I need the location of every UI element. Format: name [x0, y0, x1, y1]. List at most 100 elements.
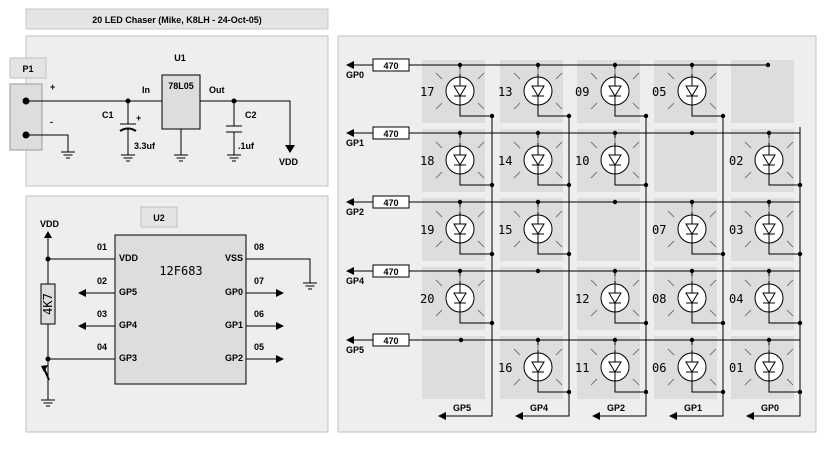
minus-label: -: [50, 117, 53, 127]
title-box: [25, 8, 329, 30]
led-number: 09: [575, 85, 589, 99]
column-label-gp1: GP1: [684, 403, 702, 413]
plus-label: +: [50, 82, 55, 92]
svg-text:GP5: GP5: [119, 287, 137, 297]
led-18: 18: [420, 133, 495, 188]
svg-text:03: 03: [97, 309, 107, 319]
resistor-470: [372, 126, 410, 140]
regulator-part: 78L05: [168, 81, 194, 91]
led-number: 20: [420, 292, 434, 306]
mcu-part: 12F683: [159, 264, 202, 278]
matrix-cell: [654, 129, 717, 192]
led-14: 14: [498, 133, 572, 188]
row-label-gp4: GP4: [346, 276, 364, 286]
row-label-gp2: GP2: [346, 207, 364, 217]
led-09: 09: [575, 65, 649, 119]
resistor-470-label: 470: [383, 61, 398, 71]
svg-text:07: 07: [254, 276, 264, 286]
vdd-label-mcu: VDD: [40, 219, 60, 229]
resistor-470: [372, 195, 410, 209]
matrix-cell: [422, 336, 485, 399]
p1-label: P1: [22, 64, 33, 74]
led-12: 12: [575, 271, 649, 326]
matrix-cell: [500, 267, 563, 330]
c2-label: C2: [245, 110, 257, 120]
led-number: 05: [652, 85, 666, 99]
power-supply-panel: P1 + - C1 + 3.3uf U1 78L05 In Out VDD C2: [9, 35, 329, 187]
svg-text:GP3: GP3: [119, 353, 137, 363]
svg-text:GP0: GP0: [225, 287, 243, 297]
row-label-gp1: GP1: [346, 138, 364, 148]
led-number: 14: [498, 154, 512, 168]
led-15: 15: [498, 202, 572, 257]
led-03: 03: [729, 202, 803, 257]
row-label-gp0: GP0: [346, 70, 364, 80]
led-number: 12: [575, 292, 589, 306]
led-number: 13: [498, 85, 512, 99]
led-number: 10: [575, 154, 589, 168]
title: 20 LED Chaser (Mike, K8LH - 24-Oct-05): [92, 15, 262, 25]
led-07: 07: [652, 202, 726, 257]
row-label-gp5: GP5: [346, 345, 364, 355]
led-number: 15: [498, 223, 512, 237]
svg-text:GP1: GP1: [225, 320, 243, 330]
column-label-gp5: GP5: [453, 403, 471, 413]
led-number: 07: [652, 223, 666, 237]
led-number: 06: [652, 361, 666, 375]
led-04: 04: [729, 271, 803, 326]
led-20: 20: [420, 271, 495, 326]
led-01: 01: [729, 340, 803, 395]
led-number: 19: [420, 223, 434, 237]
svg-text:05: 05: [254, 342, 264, 352]
led-08: 08: [652, 271, 726, 326]
svg-text:01: 01: [97, 242, 107, 252]
resistor-470-label: 470: [383, 336, 398, 346]
u2-label: U2: [153, 213, 165, 223]
led-number: 18: [420, 154, 434, 168]
c1-label: C1: [102, 110, 114, 120]
svg-text:02: 02: [97, 276, 107, 286]
reg-pin-in: In: [142, 85, 150, 95]
resistor-470-label: 470: [383, 267, 398, 277]
led-13: 13: [498, 65, 572, 119]
column-label-gp2: GP2: [607, 403, 625, 413]
led-02: 02: [729, 133, 803, 188]
led-number: 02: [729, 154, 743, 168]
led-number: 16: [498, 361, 512, 375]
mcu-panel: U2 12F683 VDD 4K7 01 VDD 02 GP5 03 GP4 0…: [25, 195, 329, 433]
led-number: 03: [729, 223, 743, 237]
led-number: 17: [420, 85, 434, 99]
reg-pin-out: Out: [209, 85, 225, 95]
led-16: 16: [498, 340, 572, 395]
column-label-gp4: GP4: [530, 403, 548, 413]
resistor-470: [372, 58, 410, 72]
led-06: 06: [652, 340, 726, 395]
svg-text:06: 06: [254, 309, 264, 319]
resistor-470-label: 470: [383, 129, 398, 139]
resistor-470: [372, 333, 410, 347]
svg-text:GP2: GP2: [225, 353, 243, 363]
svg-text:04: 04: [97, 342, 107, 352]
led-19: 19: [420, 202, 495, 257]
led-17: 17: [420, 65, 495, 119]
u1-label: U1: [174, 53, 186, 63]
led-number: 04: [729, 292, 743, 306]
matrix-cell: [731, 60, 794, 123]
led-number: 01: [729, 361, 743, 375]
vdd-label-power: VDD: [279, 157, 299, 167]
svg-text:08: 08: [254, 242, 264, 252]
led-number: 11: [575, 361, 589, 375]
resistor-470-label: 470: [383, 198, 398, 208]
c2-value: .1uf: [238, 141, 255, 151]
led-05: 05: [652, 65, 726, 119]
resistor-470: [372, 264, 410, 278]
column-label-gp0: GP0: [761, 403, 779, 413]
led-number: 08: [652, 292, 666, 306]
c1-plus-label: +: [136, 113, 141, 123]
regulator-78l05: [161, 74, 201, 130]
c1-value: 3.3uf: [134, 141, 156, 151]
resistor-4k7-label: 4K7: [41, 293, 55, 315]
mcu-12f683: [114, 234, 247, 385]
